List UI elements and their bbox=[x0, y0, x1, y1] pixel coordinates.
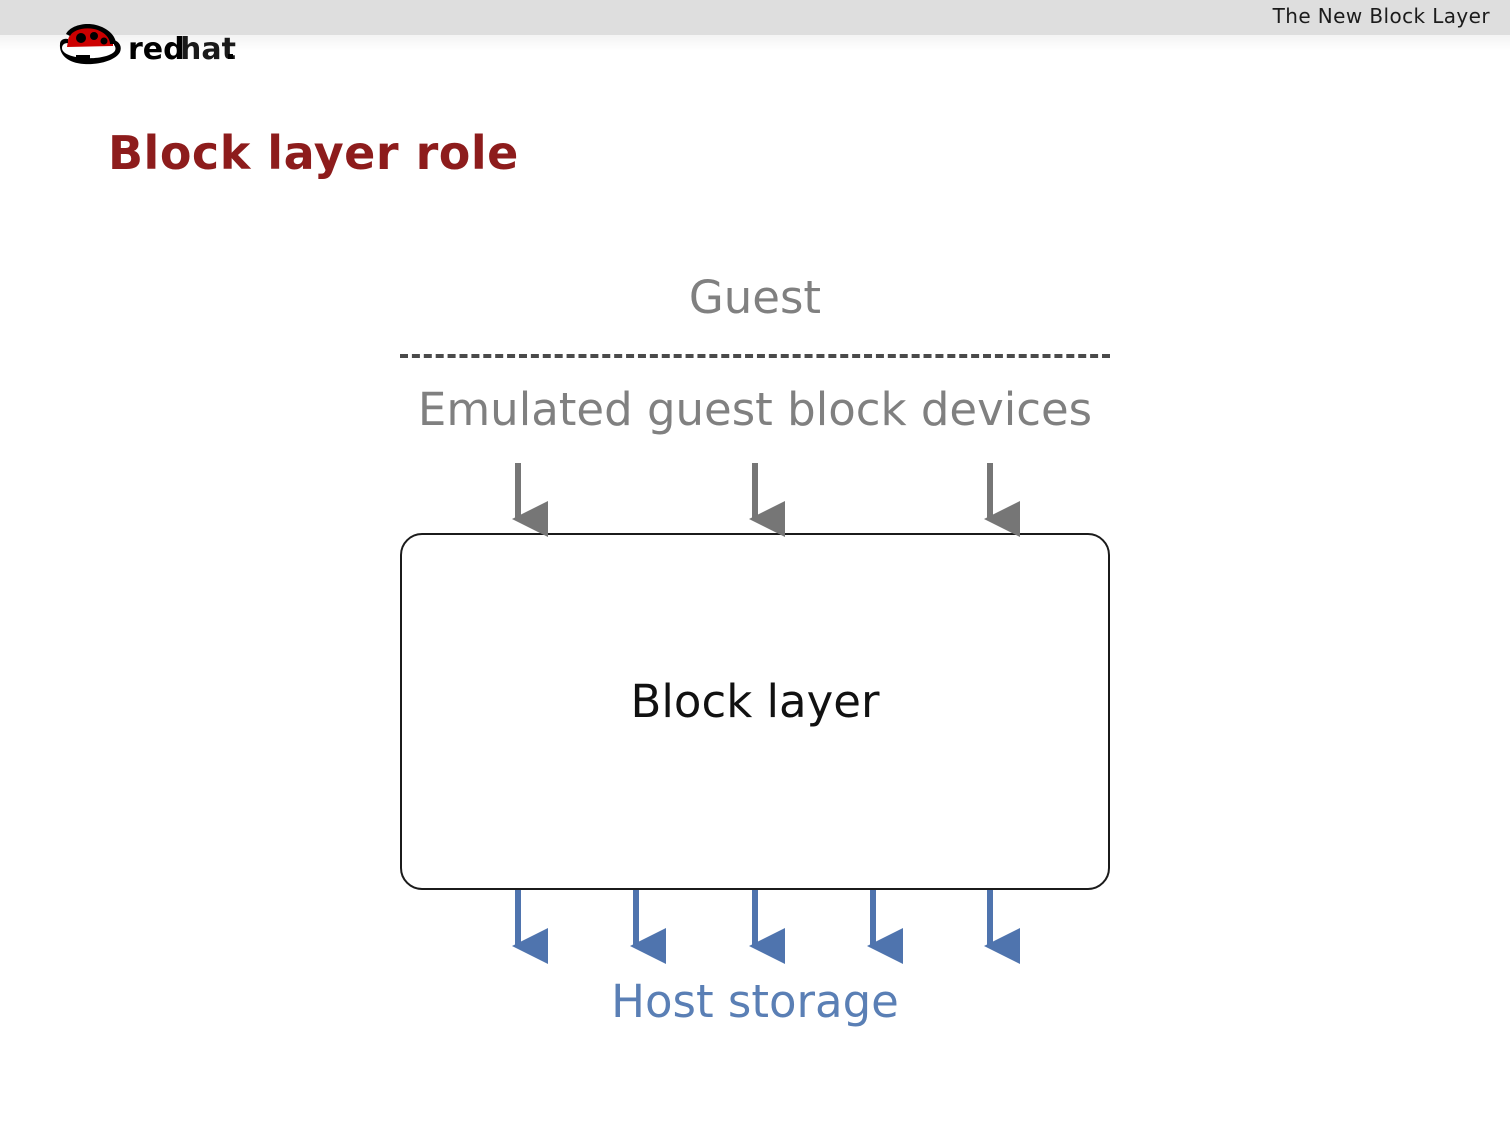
diagram-label-block-layer: Block layer bbox=[630, 675, 880, 728]
guest-host-divider bbox=[400, 354, 1110, 358]
diagram-label-guest: Guest bbox=[688, 271, 822, 324]
header-title: The New Block Layer bbox=[1272, 4, 1490, 28]
incoming-arrows bbox=[512, 463, 1020, 537]
diagram-label-emulated-guest-block-devices: Emulated guest block devices bbox=[417, 383, 1093, 436]
diagram-label-host-storage: Host storage bbox=[611, 975, 899, 1028]
redhat-logo: red hat red hat bbox=[50, 22, 250, 66]
svg-text:hat: hat bbox=[180, 32, 236, 66]
svg-text:red: red bbox=[128, 32, 185, 66]
redhat-shadowman-icon: red hat bbox=[59, 24, 236, 66]
header-fade bbox=[0, 35, 1510, 51]
page-title: Block layer role bbox=[108, 126, 519, 180]
header-bar bbox=[0, 0, 1510, 35]
block-layer-box bbox=[400, 533, 1110, 890]
outgoing-arrows bbox=[512, 890, 1020, 964]
